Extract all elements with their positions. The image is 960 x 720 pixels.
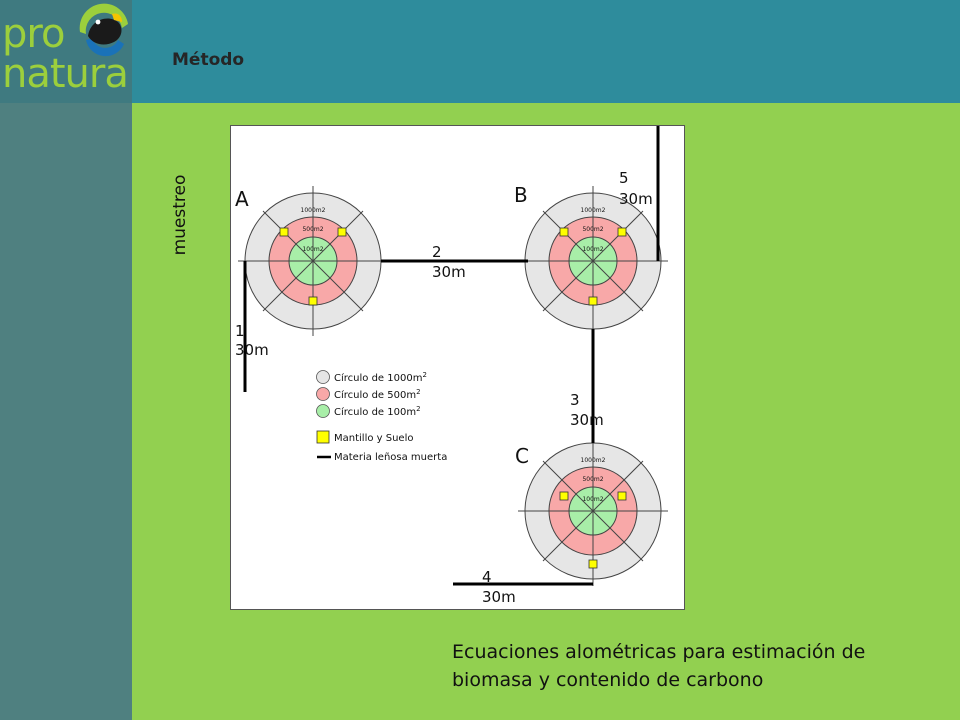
logo-text-pro: pro: [2, 11, 65, 57]
plot-b-soil-sample: [617, 227, 627, 237]
plot-a-ring-500-label: 500m2: [302, 226, 323, 233]
plot-b-soil-sample: [559, 227, 569, 237]
plot-b-ring-1000-label: 1000m2: [581, 207, 606, 214]
legend-swatch-500: [316, 387, 330, 401]
transect-lines: [243, 126, 660, 586]
legend-label-soil: Mantillo y Suelo: [334, 433, 413, 444]
plot-b-soil-sample: [588, 296, 598, 306]
transect-1-number: 1: [235, 322, 245, 340]
caption-text: Ecuaciones alométricas para estimación d…: [452, 641, 866, 691]
plot-c-soil-sample: [617, 491, 627, 501]
plot-a-ring-1000-label: 1000m2: [301, 207, 326, 214]
legend-swatch-1000: [316, 370, 330, 384]
plot-b-ring-100-label: 100m2: [582, 246, 603, 253]
legend-swatch-soil: [316, 430, 330, 444]
transect-5-length: 30m: [619, 190, 653, 208]
legend-swatch-100: [316, 404, 330, 418]
transect-3-number: 3: [570, 391, 580, 409]
plot-c-ring-1000-label: 1000m2: [581, 457, 606, 464]
transect-2-number: 2: [432, 243, 442, 261]
bird-logo-icon: [79, 3, 128, 57]
transect-1-length: 30m: [235, 341, 269, 359]
muestreo-text: muestreo: [170, 174, 190, 256]
plot-a-ring-100-label: 100m2: [302, 246, 323, 253]
plot-a: 1000m2 500m2 100m2 A: [235, 186, 388, 336]
left-sidebar: [0, 0, 132, 720]
sampling-diagram-svg: 1000m2 500m2 100m2 A 1000m2 500m2 100m2 …: [235, 126, 668, 606]
pronatura-logo: pro natura: [0, 0, 132, 103]
legend: Círculo de 1000m2 Círculo de 500m2 Círcu…: [316, 370, 447, 463]
vertical-label: muestreo: [160, 165, 200, 265]
plot-c-ring-500-label: 500m2: [582, 476, 603, 483]
legend-label-100: Círculo de 100m2: [334, 405, 421, 418]
transect-4-number: 4: [482, 568, 492, 586]
plot-c-label: C: [515, 444, 529, 468]
logo-text-natura: natura: [2, 51, 129, 97]
legend-label-1000: Círculo de 1000m2: [334, 371, 427, 384]
plot-a-soil-sample: [337, 227, 347, 237]
plot-a-soil-sample: [308, 296, 318, 306]
plot-a-label: A: [235, 187, 249, 211]
sampling-diagram: 1000m2 500m2 100m2 A 1000m2 500m2 100m2 …: [230, 125, 685, 610]
transect-4-length: 30m: [482, 588, 516, 606]
plot-b-ring-500-label: 500m2: [582, 226, 603, 233]
plot-c-soil-sample: [559, 491, 569, 501]
legend-label-500: Círculo de 500m2: [334, 388, 421, 401]
transect-3-length: 30m: [570, 411, 604, 429]
legend-label-wood: Materia leñosa muerta: [334, 452, 447, 463]
header-bar: [0, 0, 960, 103]
transect-2-length: 30m: [432, 263, 466, 281]
slide-title: Método: [172, 50, 245, 70]
transect-5-number: 5: [619, 169, 629, 187]
plot-c-ring-100-label: 100m2: [582, 496, 603, 503]
plot-c: 1000m2 500m2 100m2 C: [515, 436, 668, 586]
plot-c-soil-sample: [588, 559, 598, 569]
plot-a-soil-sample: [279, 227, 289, 237]
plot-b-label: B: [514, 183, 528, 207]
plot-b: 1000m2 500m2 100m2 B: [514, 183, 668, 336]
